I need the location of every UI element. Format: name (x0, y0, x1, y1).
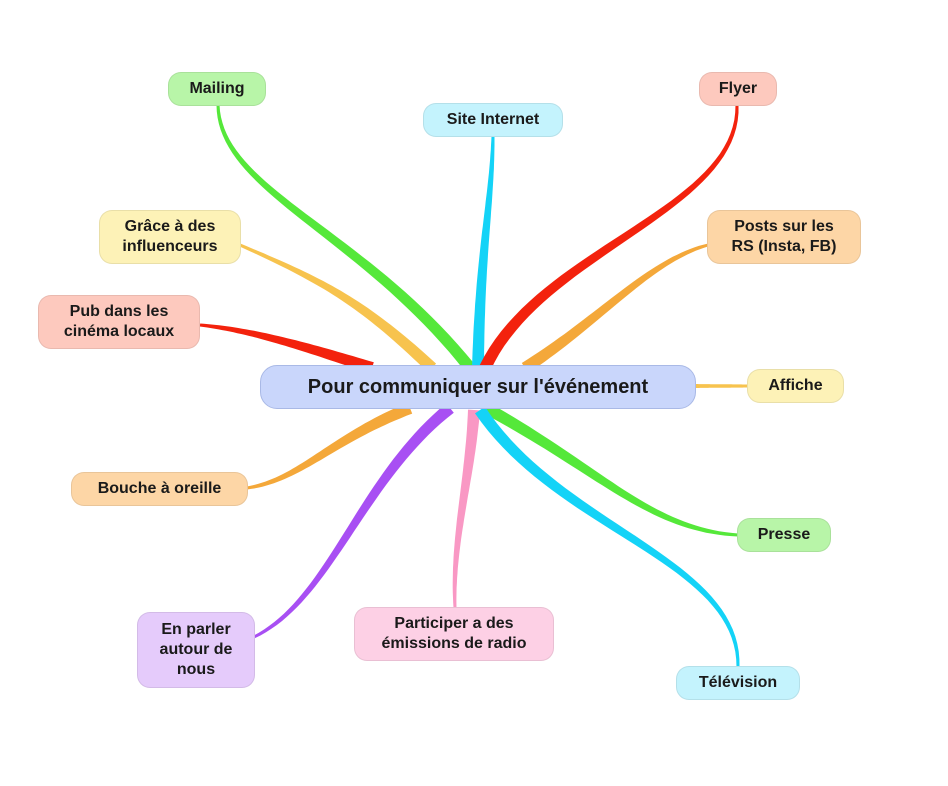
connector-posts-rs (521, 243, 709, 373)
connector-emissions-radio (452, 409, 480, 609)
branch-flyer[interactable]: Flyer (699, 72, 777, 106)
branch-posts-rs[interactable]: Posts sur les RS (Insta, FB) (707, 210, 861, 264)
branch-emissions-radio[interactable]: Participer a des émissions de radio (354, 607, 554, 661)
connector-en-parler (253, 403, 454, 639)
branch-en-parler[interactable]: En parler autour de nous (137, 612, 255, 688)
connector-bouche-oreille (246, 402, 413, 490)
branch-mailing[interactable]: Mailing (168, 72, 266, 106)
branch-presse[interactable]: Presse (737, 518, 831, 552)
connector-flyer (479, 105, 739, 371)
branch-television[interactable]: Télévision (676, 666, 800, 700)
branch-pub-cinema[interactable]: Pub dans les cinéma locaux (38, 295, 200, 349)
connector-affiche (694, 384, 748, 388)
branch-bouche-oreille[interactable]: Bouche à oreille (71, 472, 248, 506)
connector-site-internet (472, 136, 495, 369)
connector-mailing (216, 104, 475, 372)
central-topic[interactable]: Pour communiquer sur l'événement (260, 365, 696, 409)
connector-grace-influenceurs (239, 243, 437, 373)
connector-presse (483, 402, 739, 537)
branch-grace-influenceurs[interactable]: Grâce à des influenceurs (99, 210, 241, 264)
branch-site-internet[interactable]: Site Internet (423, 103, 563, 137)
connector-television (475, 406, 740, 667)
branch-affiche[interactable]: Affiche (747, 369, 844, 403)
